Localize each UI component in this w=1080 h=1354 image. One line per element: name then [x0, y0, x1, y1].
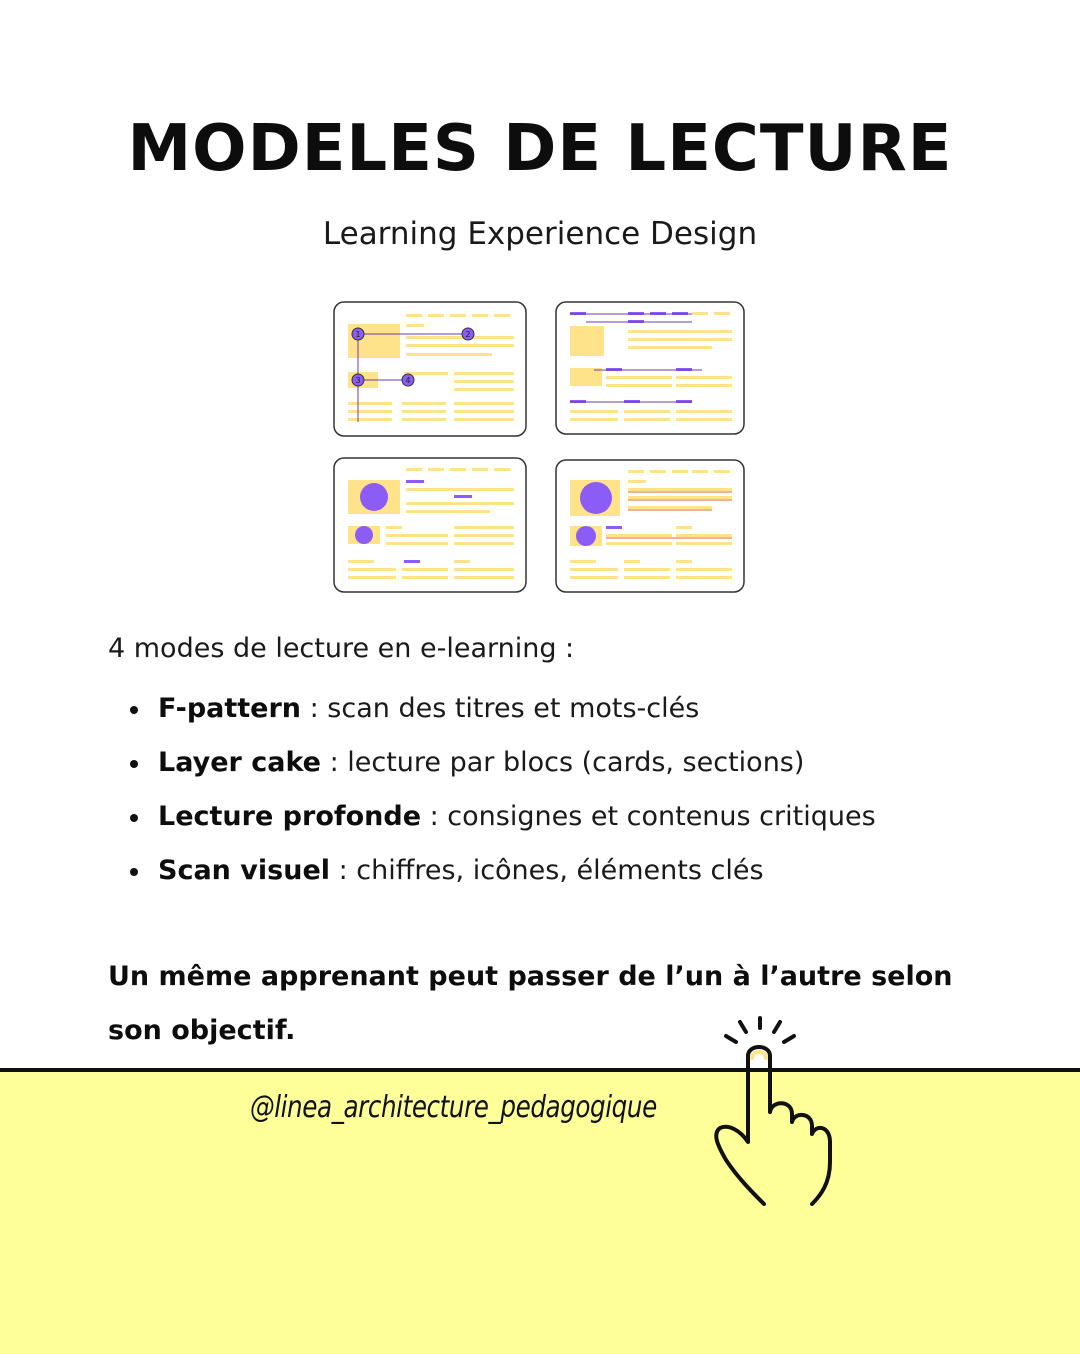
mode-description: : lecture par blocs (cards, sections) — [321, 747, 805, 778]
mode-name: Lecture profonde — [158, 801, 422, 832]
page-title: MODELES DE LECTURE — [127, 112, 953, 186]
marker-1: 1 — [355, 330, 360, 339]
marker-3: 3 — [355, 376, 360, 385]
page-subtitle: Learning Experience Design — [322, 216, 758, 252]
mode-description: : consignes et contenus critiques — [421, 801, 876, 832]
panel-layer-cake — [555, 301, 745, 435]
list-item: Layer cake : lecture par blocs (cards, s… — [130, 736, 1030, 790]
panel-lecture-profonde — [555, 459, 745, 593]
panel-scan-visuel — [333, 457, 527, 593]
conclusion-line-1: Un même apprenant peut passer de l’un à … — [108, 961, 953, 992]
mode-description: : chiffres, icônes, éléments clés — [330, 855, 764, 886]
intro-text: 4 modes de lecture en e-learning : — [108, 633, 575, 664]
list-item: Scan visuel : chiffres, icônes, éléments… — [130, 844, 1030, 898]
conclusion-text: Un même apprenant peut passer de l’un à … — [108, 950, 968, 1058]
mode-name: Layer cake — [158, 747, 321, 778]
footer-band — [0, 1068, 1080, 1354]
panel-f-pattern: 1 2 3 4 — [333, 301, 527, 437]
mode-name: F-pattern — [158, 693, 302, 724]
marker-2: 2 — [465, 330, 470, 339]
marker-4: 4 — [405, 376, 410, 385]
instagram-handle[interactable]: @linea_architecture_pedagogique — [250, 1090, 657, 1125]
pointing-hand-icon — [714, 1016, 832, 1206]
mode-description: : scan des titres et mots-clés — [301, 693, 700, 724]
mode-name: Scan visuel — [158, 855, 331, 886]
conclusion-line-2: son objectif. — [108, 1015, 296, 1046]
list-item: F-pattern : scan des titres et mots-clés — [130, 682, 1030, 736]
reading-patterns-illustration: 1 2 3 4 — [333, 301, 745, 593]
list-item: Lecture profonde : consignes et contenus… — [130, 790, 1030, 844]
reading-modes-list: F-pattern : scan des titres et mots-clés… — [130, 682, 1030, 898]
